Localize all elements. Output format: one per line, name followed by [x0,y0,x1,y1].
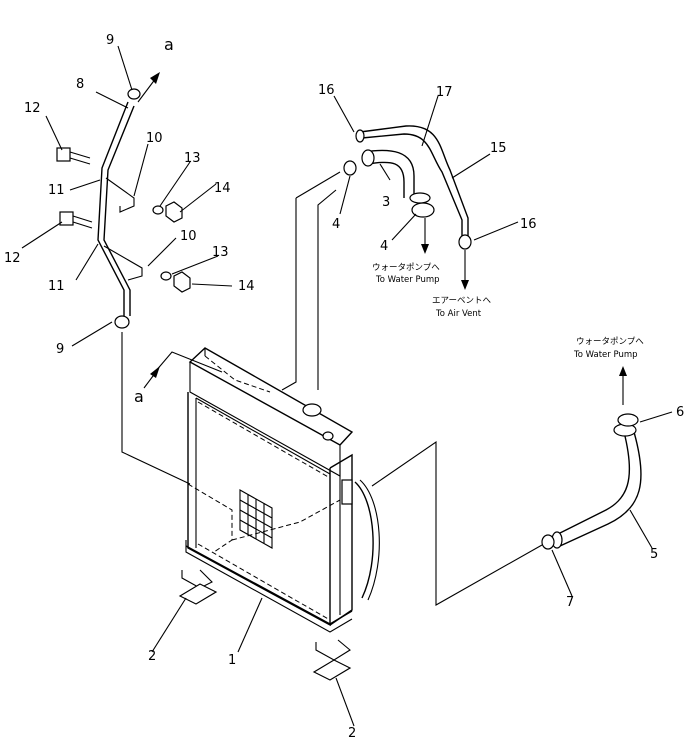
note-air-vent-en: To Air Vent [435,309,482,319]
note-water-pump-1-jp: ウォータポンプへ [372,263,440,273]
label-2-right: 2 [348,726,356,738]
callout-numbers: 9 8 12 10 13 14 11 12 10 13 14 11 9 16 1… [4,33,684,738]
leader-lines [121,171,543,606]
label-10-bottom: 10 [180,229,197,244]
label-15: 15 [490,141,507,156]
label-16-bottom: 16 [520,217,537,232]
lower-hose [541,366,642,550]
label-7: 7 [566,595,574,610]
label-4-right: 4 [380,239,388,254]
plate-left [178,583,218,605]
label-10-top: 10 [146,131,163,146]
label-14-bottom: 14 [238,279,255,294]
bracket-assembly [56,88,191,329]
label-9-bottom: 9 [56,342,64,357]
label-5: 5 [650,547,658,562]
label-a-left: a [134,387,144,406]
plate-right [312,659,352,681]
note-water-pump-1-en: To Water Pump [375,275,440,285]
label-11-bottom: 11 [48,279,65,294]
radiator [181,347,380,661]
label-9-top: 9 [106,33,114,48]
upper-hoses [343,125,472,290]
label-12-top: 12 [24,101,41,116]
label-2-left: 2 [148,649,156,664]
callout-leaders [21,45,673,727]
label-3: 3 [382,195,390,210]
label-6: 6 [676,405,684,420]
note-water-pump-2-en: To Water Pump [573,350,638,360]
label-17: 17 [436,85,453,100]
note-air-vent-jp: エアーベントへ [432,296,491,306]
label-13-top: 13 [184,151,201,166]
label-14-top: 14 [214,181,231,196]
label-8: 8 [76,77,84,92]
label-4-left: 4 [332,217,340,232]
label-13-bottom: 13 [212,245,229,260]
label-11-top: 11 [48,183,65,198]
label-12-bottom: 12 [4,251,21,266]
destination-notes: ウォータポンプへ To Water Pump エアーベントへ To Air Ve… [372,263,644,360]
note-water-pump-2-jp: ウォータポンプへ [576,337,644,347]
label-16-top: 16 [318,83,335,98]
label-1: 1 [228,653,236,668]
label-a-top: a [164,35,174,54]
